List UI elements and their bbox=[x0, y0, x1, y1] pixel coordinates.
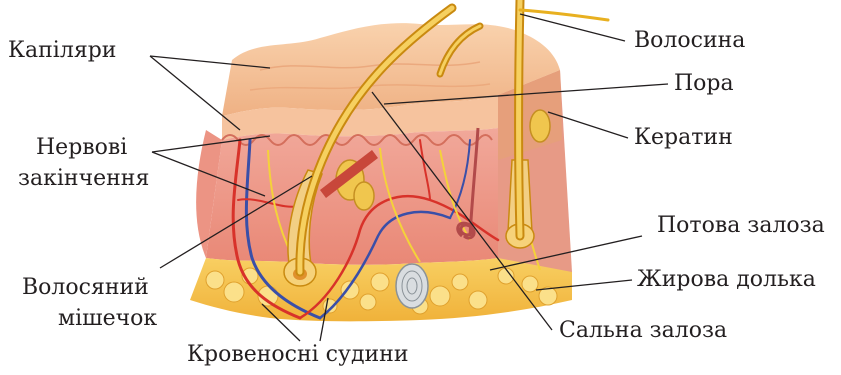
label-nerve-endings-line2: закінчення bbox=[18, 166, 149, 192]
leader-hair bbox=[520, 14, 625, 41]
label-hair-follicle-line2: мішечок bbox=[58, 306, 157, 332]
label-capillaries: Капіляри bbox=[8, 38, 116, 64]
label-sebaceous-gland: Сальна залоза bbox=[559, 318, 727, 344]
label-sweat-gland: Потова залоза bbox=[657, 213, 825, 239]
pacinian-corpuscle bbox=[396, 264, 428, 308]
label-fat-lobule: Жирова долька bbox=[637, 267, 816, 293]
label-blood-vessels: Кровеносні судини bbox=[187, 342, 408, 368]
keratin bbox=[530, 110, 550, 142]
label-hair-follicle-line1: Волосяний bbox=[22, 275, 149, 301]
label-keratin: Кератин bbox=[634, 125, 733, 151]
label-pore: Пора bbox=[674, 71, 734, 97]
label-nerve-endings-line1: Нервові bbox=[36, 135, 127, 161]
label-hair: Волосина bbox=[634, 28, 745, 54]
